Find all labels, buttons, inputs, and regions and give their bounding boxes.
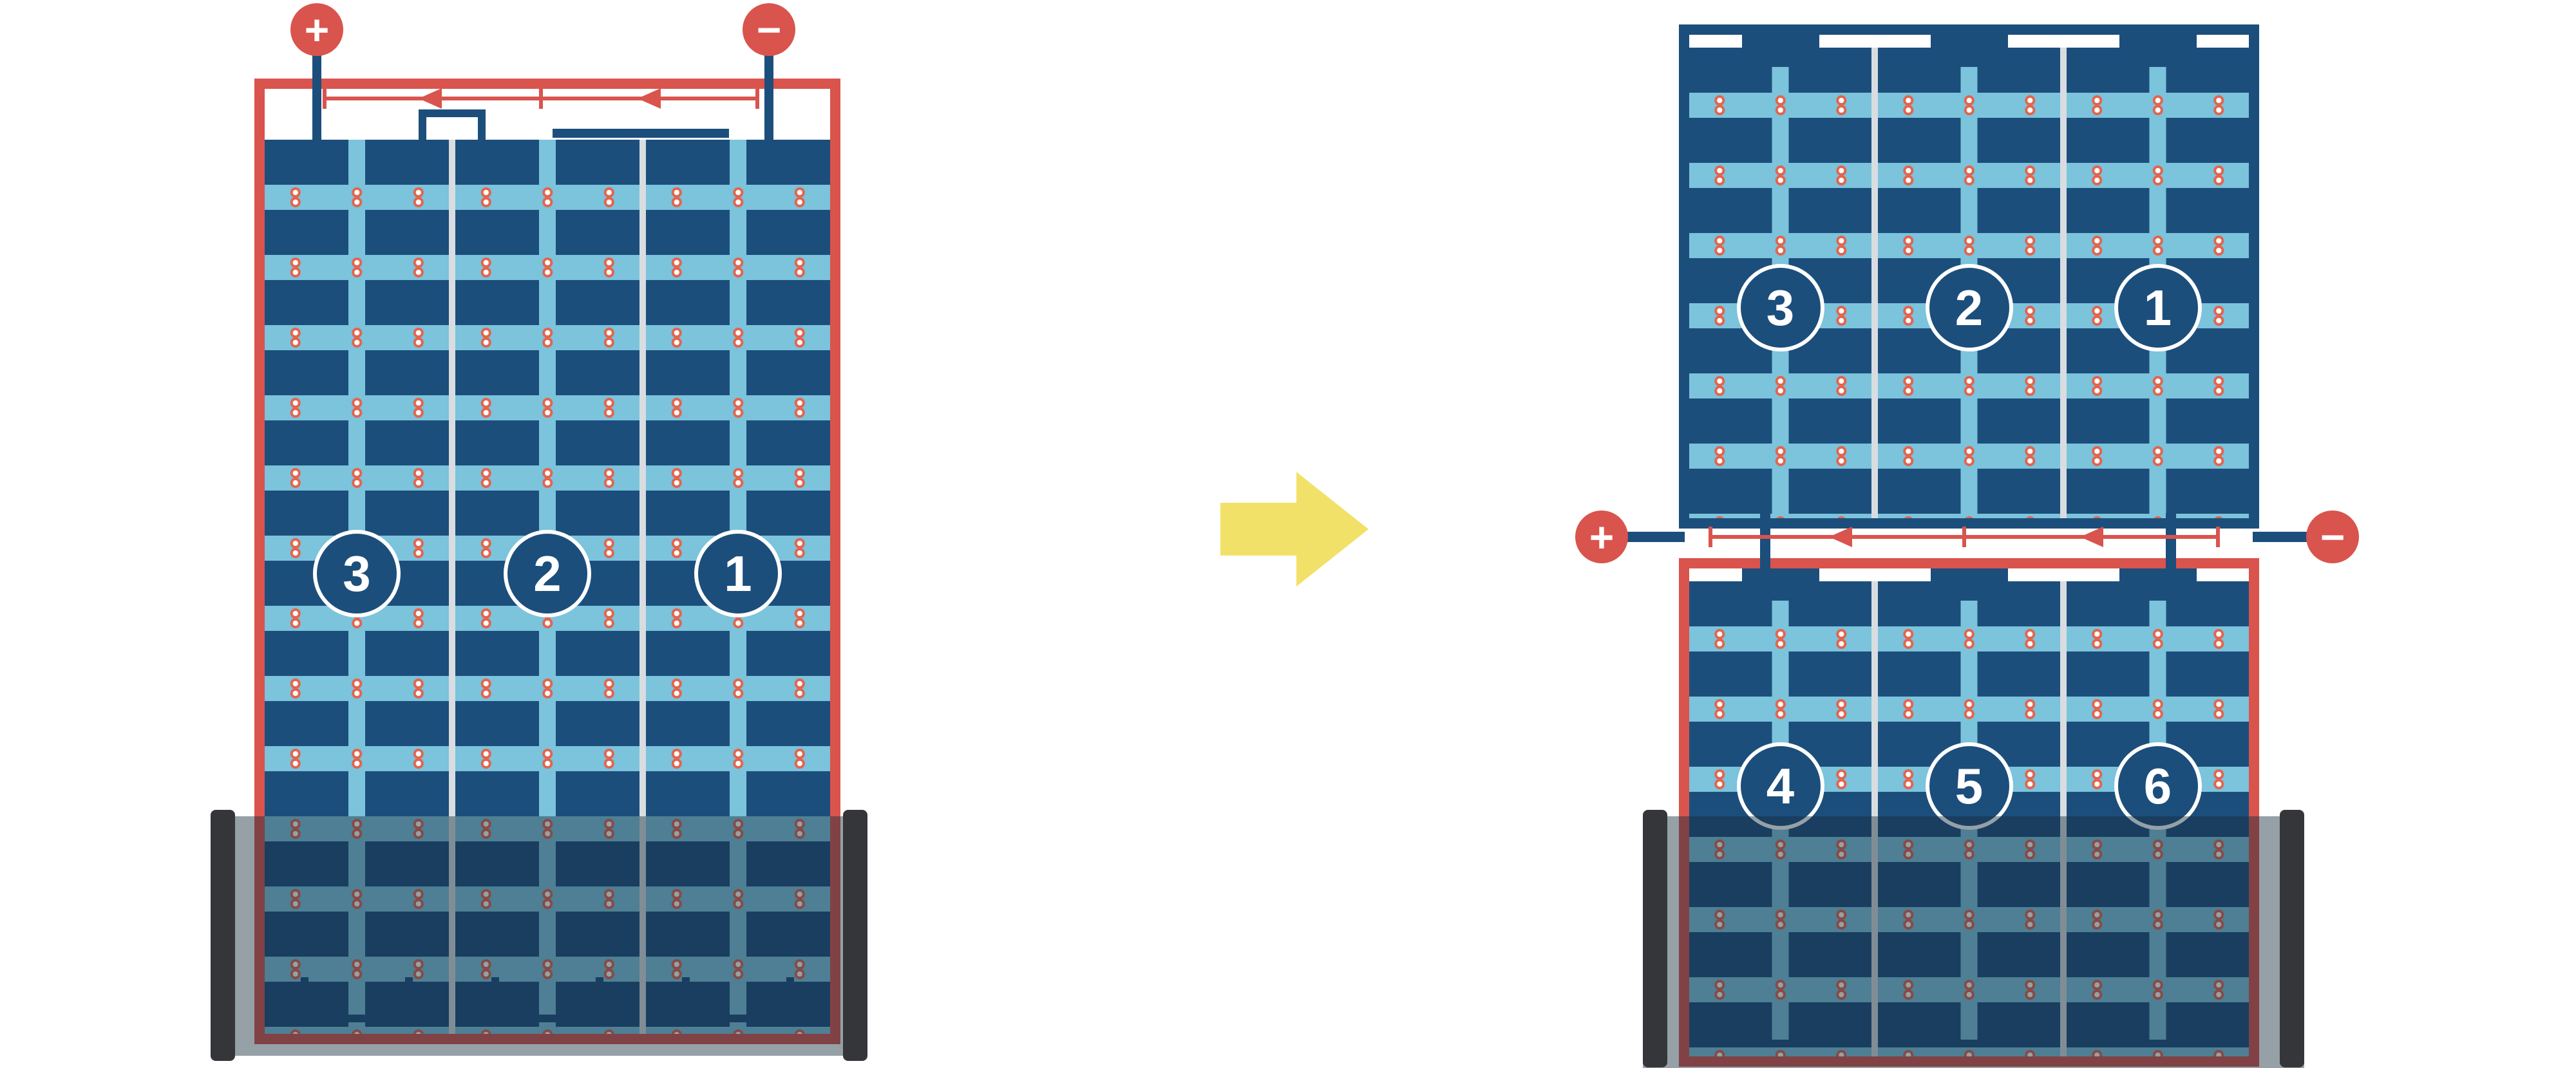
- terminal-lead: [312, 54, 321, 176]
- string-number-badge: 5: [1925, 742, 2013, 830]
- current-direction-arrows: [323, 88, 759, 109]
- string-column: 2: [455, 140, 639, 1034]
- terminal-lead: [1623, 532, 1685, 542]
- fold-loop: [682, 977, 794, 1022]
- water-level-bar-right: [2280, 810, 2304, 1067]
- string-column: 3: [1689, 35, 1871, 518]
- inter-module-stub: [2166, 513, 2176, 568]
- water-level-bar-left: [1643, 810, 1667, 1067]
- cell-tab: [2119, 35, 2197, 67]
- plus-terminal: +: [1575, 511, 1628, 563]
- inter-module-stub: [1760, 513, 1770, 568]
- string-column: 1: [2067, 35, 2249, 518]
- minus-terminal: −: [743, 3, 795, 56]
- cell-tab: [1741, 568, 1819, 601]
- series-bridge: [553, 129, 729, 138]
- fold-loop: [301, 977, 413, 1022]
- minus-terminal: −: [2306, 511, 2359, 563]
- fold-loop: [491, 977, 603, 1022]
- cell-tab: [1930, 568, 2008, 601]
- flood-water-overlay: [1643, 816, 2304, 1068]
- string-number-badge: 1: [2114, 264, 2202, 351]
- cell-tab: [1930, 35, 2008, 67]
- after-lower-module-frame: [1679, 558, 2259, 1067]
- after-lower-string-array: 4 5 6: [1689, 568, 2249, 1056]
- string-column: 6: [2067, 568, 2249, 1056]
- cell-tab: [1741, 35, 1819, 67]
- current-direction-arrows: [1709, 527, 2220, 547]
- string-column: 1: [646, 140, 830, 1034]
- string-number-badge: 3: [313, 530, 401, 617]
- string-number-badge: 2: [1925, 264, 2013, 351]
- string-number-badge: 6: [2114, 742, 2202, 830]
- string-column: 4: [1689, 568, 1871, 1056]
- before-string-array: 3 2 1: [265, 140, 830, 1034]
- fold-loop: [1724, 1002, 1837, 1047]
- string-number-badge: 2: [504, 530, 591, 617]
- plus-terminal: +: [290, 3, 343, 56]
- terminal-lead: [764, 54, 773, 176]
- terminal-lead: [2253, 532, 2315, 542]
- water-level-bar-left: [211, 810, 235, 1061]
- series-bridge: [419, 109, 486, 140]
- string-number-badge: 4: [1736, 742, 1824, 830]
- transform-arrow-icon: [1220, 472, 1368, 586]
- before-module-frame: [254, 79, 840, 1044]
- fold-loop: [2101, 1002, 2214, 1047]
- after-upper-module-frame: [1679, 24, 2259, 529]
- string-column: 5: [1878, 568, 2060, 1056]
- string-column: 3: [265, 140, 449, 1034]
- water-level-bar-right: [843, 810, 867, 1061]
- cell-tab: [2119, 568, 2197, 601]
- string-number-badge: 1: [694, 530, 782, 617]
- after-upper-string-array: 3 2 1: [1689, 35, 2249, 518]
- string-number-badge: 3: [1736, 264, 1824, 351]
- fold-loop: [1913, 1002, 2025, 1047]
- string-column: 2: [1878, 35, 2060, 518]
- flood-water-overlay: [211, 816, 867, 1056]
